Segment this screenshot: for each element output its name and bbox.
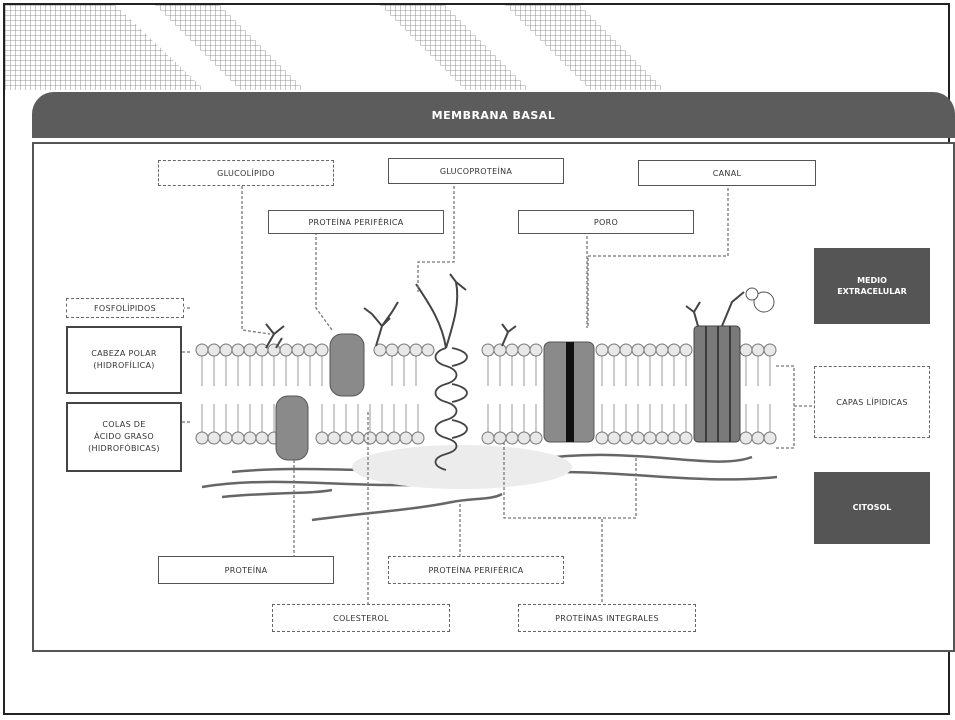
glycan-bead: [753, 291, 775, 313]
channel-protein-stripes: [705, 326, 731, 442]
glucoprotein-helix: [434, 347, 468, 471]
label-colas-sub: (HIDROFÓBICAS): [88, 444, 160, 453]
label-cabeza-polar-sub: (HIDROFÍLICA): [93, 361, 155, 370]
label-proteina: PROTEÍNA: [158, 556, 334, 584]
label-colas-acido-graso: COLAS DE ÁCIDO GRASO (HIDROFÓBICAS): [66, 402, 182, 472]
lipid-tails: [201, 356, 771, 432]
label-citosol: CITOSOL: [814, 472, 930, 544]
label-proteinas-integrales: PROTEÍNAS INTEGRALES: [518, 604, 696, 632]
lipid-heads-upper: [195, 343, 777, 357]
cell-membrane-diagram: [142, 186, 814, 604]
label-glucolipido: GLUCOLÍPIDO: [158, 160, 334, 186]
medio-line1: MEDIO: [857, 275, 887, 285]
medio-line2: EXTRACELULAR: [837, 287, 907, 296]
label-capas-lipidicas: CAPAS LÍPIDICAS: [814, 366, 930, 438]
label-proteina-periferica-bottom: PROTEÍNA PERIFÉRICA: [388, 556, 564, 584]
label-proteina-periferica-top: PROTEÍNA PERIFÉRICA: [268, 210, 444, 234]
label-colesterol: COLESTEROL: [272, 604, 450, 632]
slide-decoration: [5, 5, 665, 90]
glycan-bead: [745, 287, 759, 301]
cytosol-area: [352, 445, 572, 489]
protein-shape: [275, 395, 309, 461]
leader-lines: [142, 186, 814, 604]
label-canal: CANAL: [638, 160, 816, 186]
label-fosfolipidos: FOSFOLÍPIDOS: [66, 298, 184, 318]
glycan-chains: [265, 273, 745, 349]
diagram-title: MEMBRANA BASAL: [32, 92, 955, 138]
label-cabeza-polar: CABEZA POLAR (HIDROFÍLICA): [66, 326, 182, 394]
label-colas-line2: ÁCIDO GRASO: [94, 432, 154, 441]
pore-opening: [566, 342, 574, 442]
label-cabeza-polar-title: CABEZA POLAR: [91, 349, 157, 358]
label-poro: PORO: [518, 210, 694, 234]
label-medio-extracelular: MEDIO EXTRACELULAR: [814, 248, 930, 324]
peripheral-protein-shape: [329, 333, 365, 397]
lipid-heads-lower: [195, 431, 777, 445]
label-colas-line1: COLAS DE: [102, 420, 146, 429]
label-glucoproteina: GLUCOPROTEÍNA: [388, 158, 564, 184]
